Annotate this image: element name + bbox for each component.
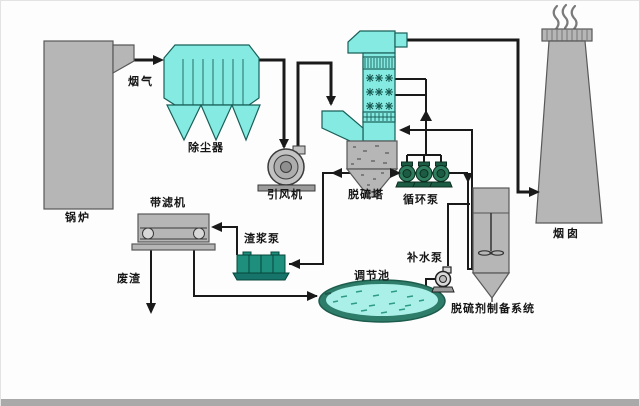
slurry-sump	[346, 140, 398, 170]
belt-filter	[131, 213, 216, 251]
slurry-pump	[232, 251, 290, 281]
label-waste-residue: 废渣	[117, 272, 141, 285]
collector-plates	[182, 59, 244, 105]
stack-body	[535, 40, 603, 224]
label-flue-gas: 烟气	[128, 75, 154, 88]
line-prep-to-tower	[401, 129, 473, 269]
slurry-pump-base	[232, 272, 290, 281]
label-stack: 烟囱	[553, 227, 581, 240]
filter-base	[131, 243, 216, 251]
arrow-waste-down	[146, 303, 156, 314]
absorber-tower	[321, 30, 408, 198]
arrow-flue-gas-right	[153, 55, 164, 65]
regulating-pool	[318, 279, 446, 323]
label-circulation-pump: 循环泵	[403, 193, 439, 206]
arrow-into-slurry-pump-left	[289, 259, 300, 269]
filter-roller-right	[193, 227, 205, 240]
label-dust-collector: 除尘器	[188, 141, 224, 154]
packing-band	[362, 111, 396, 123]
hopper-2	[200, 104, 233, 142]
line-makeup-pump-riser	[447, 203, 470, 266]
arrow-into-pool-right	[307, 291, 318, 301]
pool-ripples	[332, 290, 425, 314]
arrow-into-fan-down	[279, 139, 289, 149]
demister-band	[362, 56, 396, 70]
circulation-pump-3	[429, 161, 453, 188]
sorbent-prep-tank	[471, 187, 511, 302]
tower-inlet-duct	[321, 110, 364, 148]
line-tower-to-stack	[405, 38, 537, 194]
hopper-3	[231, 104, 261, 142]
arrow-to-prep-down	[463, 173, 473, 183]
tower-cone	[345, 168, 399, 198]
dust-collector	[163, 44, 261, 142]
arrow-into-tower-left	[399, 125, 410, 135]
makeup-water-pump	[431, 266, 455, 293]
label-sorbent-prep-system: 脱硫剂制备系统	[451, 302, 535, 315]
circulation-pumps	[395, 161, 453, 188]
filter-roller-left	[142, 227, 154, 240]
label-regulating-pool: 调节池	[354, 269, 390, 282]
flow-arrowheads	[146, 55, 540, 314]
spray-nozzles	[365, 73, 394, 111]
arrow-cone-to-pumps-right	[390, 168, 401, 178]
label-boiler: 锅炉	[65, 211, 91, 224]
boiler	[43, 40, 135, 210]
label-absorber-tower: 脱硫塔	[348, 188, 384, 201]
label-belt-filter: 带滤机	[150, 196, 186, 209]
agitator	[477, 213, 505, 256]
line-filtrate-to-pool	[193, 250, 317, 297]
tower-outlet-duct	[394, 32, 408, 48]
hopper-1	[166, 104, 202, 142]
arrow-into-inlet-duct-down	[326, 96, 336, 106]
smoke-plume	[552, 3, 578, 31]
arrow-spray-riser-up	[420, 110, 432, 121]
arrow-into-filter-left	[211, 222, 222, 232]
prep-tank-cone	[471, 272, 511, 300]
label-id-fan: 引风机	[267, 188, 303, 201]
stack	[535, 3, 603, 224]
label-slurry-pump: 渣浆泵	[244, 232, 280, 245]
line-fan-to-tower-inlet	[296, 61, 333, 148]
id-fan	[257, 145, 316, 192]
stack-cap-bricks	[546, 29, 588, 41]
bottom-border	[1, 399, 639, 406]
label-makeup-water-pump: 补水泵	[407, 251, 443, 264]
line-collector-to-fan	[259, 58, 286, 147]
line-slurry-pump-to-filter	[213, 226, 238, 255]
arrow-into-stack-right	[529, 187, 540, 197]
arrow-cone-drain-left	[331, 168, 342, 178]
spray-header-piping	[395, 78, 442, 163]
tower-hood	[347, 30, 396, 54]
